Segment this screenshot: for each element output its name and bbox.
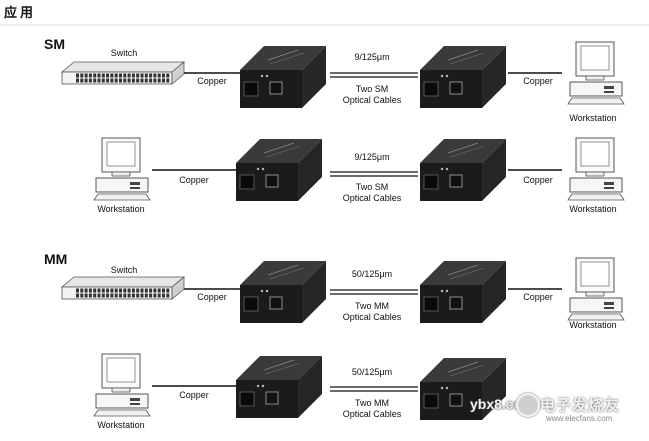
row1-right-device-label: Workstation — [569, 204, 617, 214]
media-converter-icon — [420, 139, 506, 201]
row3-left-device-label: Workstation — [97, 420, 145, 430]
row3-fiber-desc-2: Optical Cables — [342, 409, 402, 419]
row3-fiber-desc-1: Two MM — [354, 398, 389, 408]
media-converter-icon — [236, 139, 322, 201]
workstation-icon — [567, 41, 625, 105]
page-title: 应用 — [4, 6, 37, 21]
row3-left-cable-label: Copper — [179, 390, 209, 400]
row3-fiber-spec: 50/125μm — [351, 367, 393, 377]
row1-fiber-desc-1: Two SM — [355, 182, 389, 192]
workstation-icon — [93, 137, 151, 201]
row2-fiber-desc-1: Two MM — [354, 301, 389, 311]
media-converter-icon — [236, 356, 322, 418]
row2-fiber-spec: 50/125μm — [351, 269, 393, 279]
media-converter-icon — [420, 358, 506, 420]
section-label-sm: SM — [44, 36, 65, 52]
row1-right-cable-label: Copper — [523, 175, 553, 185]
row1-left-device-label: Workstation — [97, 204, 145, 214]
watermark-right: 电子发烧友 — [540, 396, 621, 414]
media-converter-icon — [240, 46, 326, 108]
row0-left-cable-label: Copper — [197, 76, 227, 86]
media-converter-icon — [420, 261, 506, 323]
workstation-icon — [93, 353, 151, 417]
workstation-icon — [567, 257, 625, 321]
switch-icon — [60, 276, 186, 300]
media-converter-icon — [420, 46, 506, 108]
row0-right-cable-label: Copper — [523, 76, 553, 86]
row2-right-cable-label: Copper — [523, 292, 553, 302]
watermark-url: www.elecfans.com — [546, 414, 613, 423]
media-converter-icon — [240, 261, 326, 323]
row2-fiber-desc-2: Optical Cables — [342, 312, 402, 322]
row2-left-cable-label: Copper — [197, 292, 227, 302]
row1-fiber-desc-2: Optical Cables — [342, 193, 402, 203]
watermark-badge-icon — [516, 393, 540, 417]
workstation-icon — [567, 137, 625, 201]
row1-fiber-spec: 9/125μm — [354, 152, 390, 162]
row2-left-device-label: Switch — [110, 265, 138, 275]
watermark-left: ybx8.cn — [470, 396, 523, 412]
row0-fiber-spec: 9/125μm — [354, 52, 390, 62]
row0-fiber-desc-1: Two SM — [355, 84, 389, 94]
row1-left-cable-label: Copper — [179, 175, 209, 185]
section-label-mm: MM — [44, 251, 68, 267]
row0-fiber-desc-2: Optical Cables — [342, 95, 402, 105]
switch-icon — [60, 61, 186, 85]
row2-right-device-label: Workstation — [569, 320, 617, 330]
row0-left-device-label: Switch — [110, 48, 138, 58]
row0-right-device-label: Workstation — [569, 113, 617, 123]
